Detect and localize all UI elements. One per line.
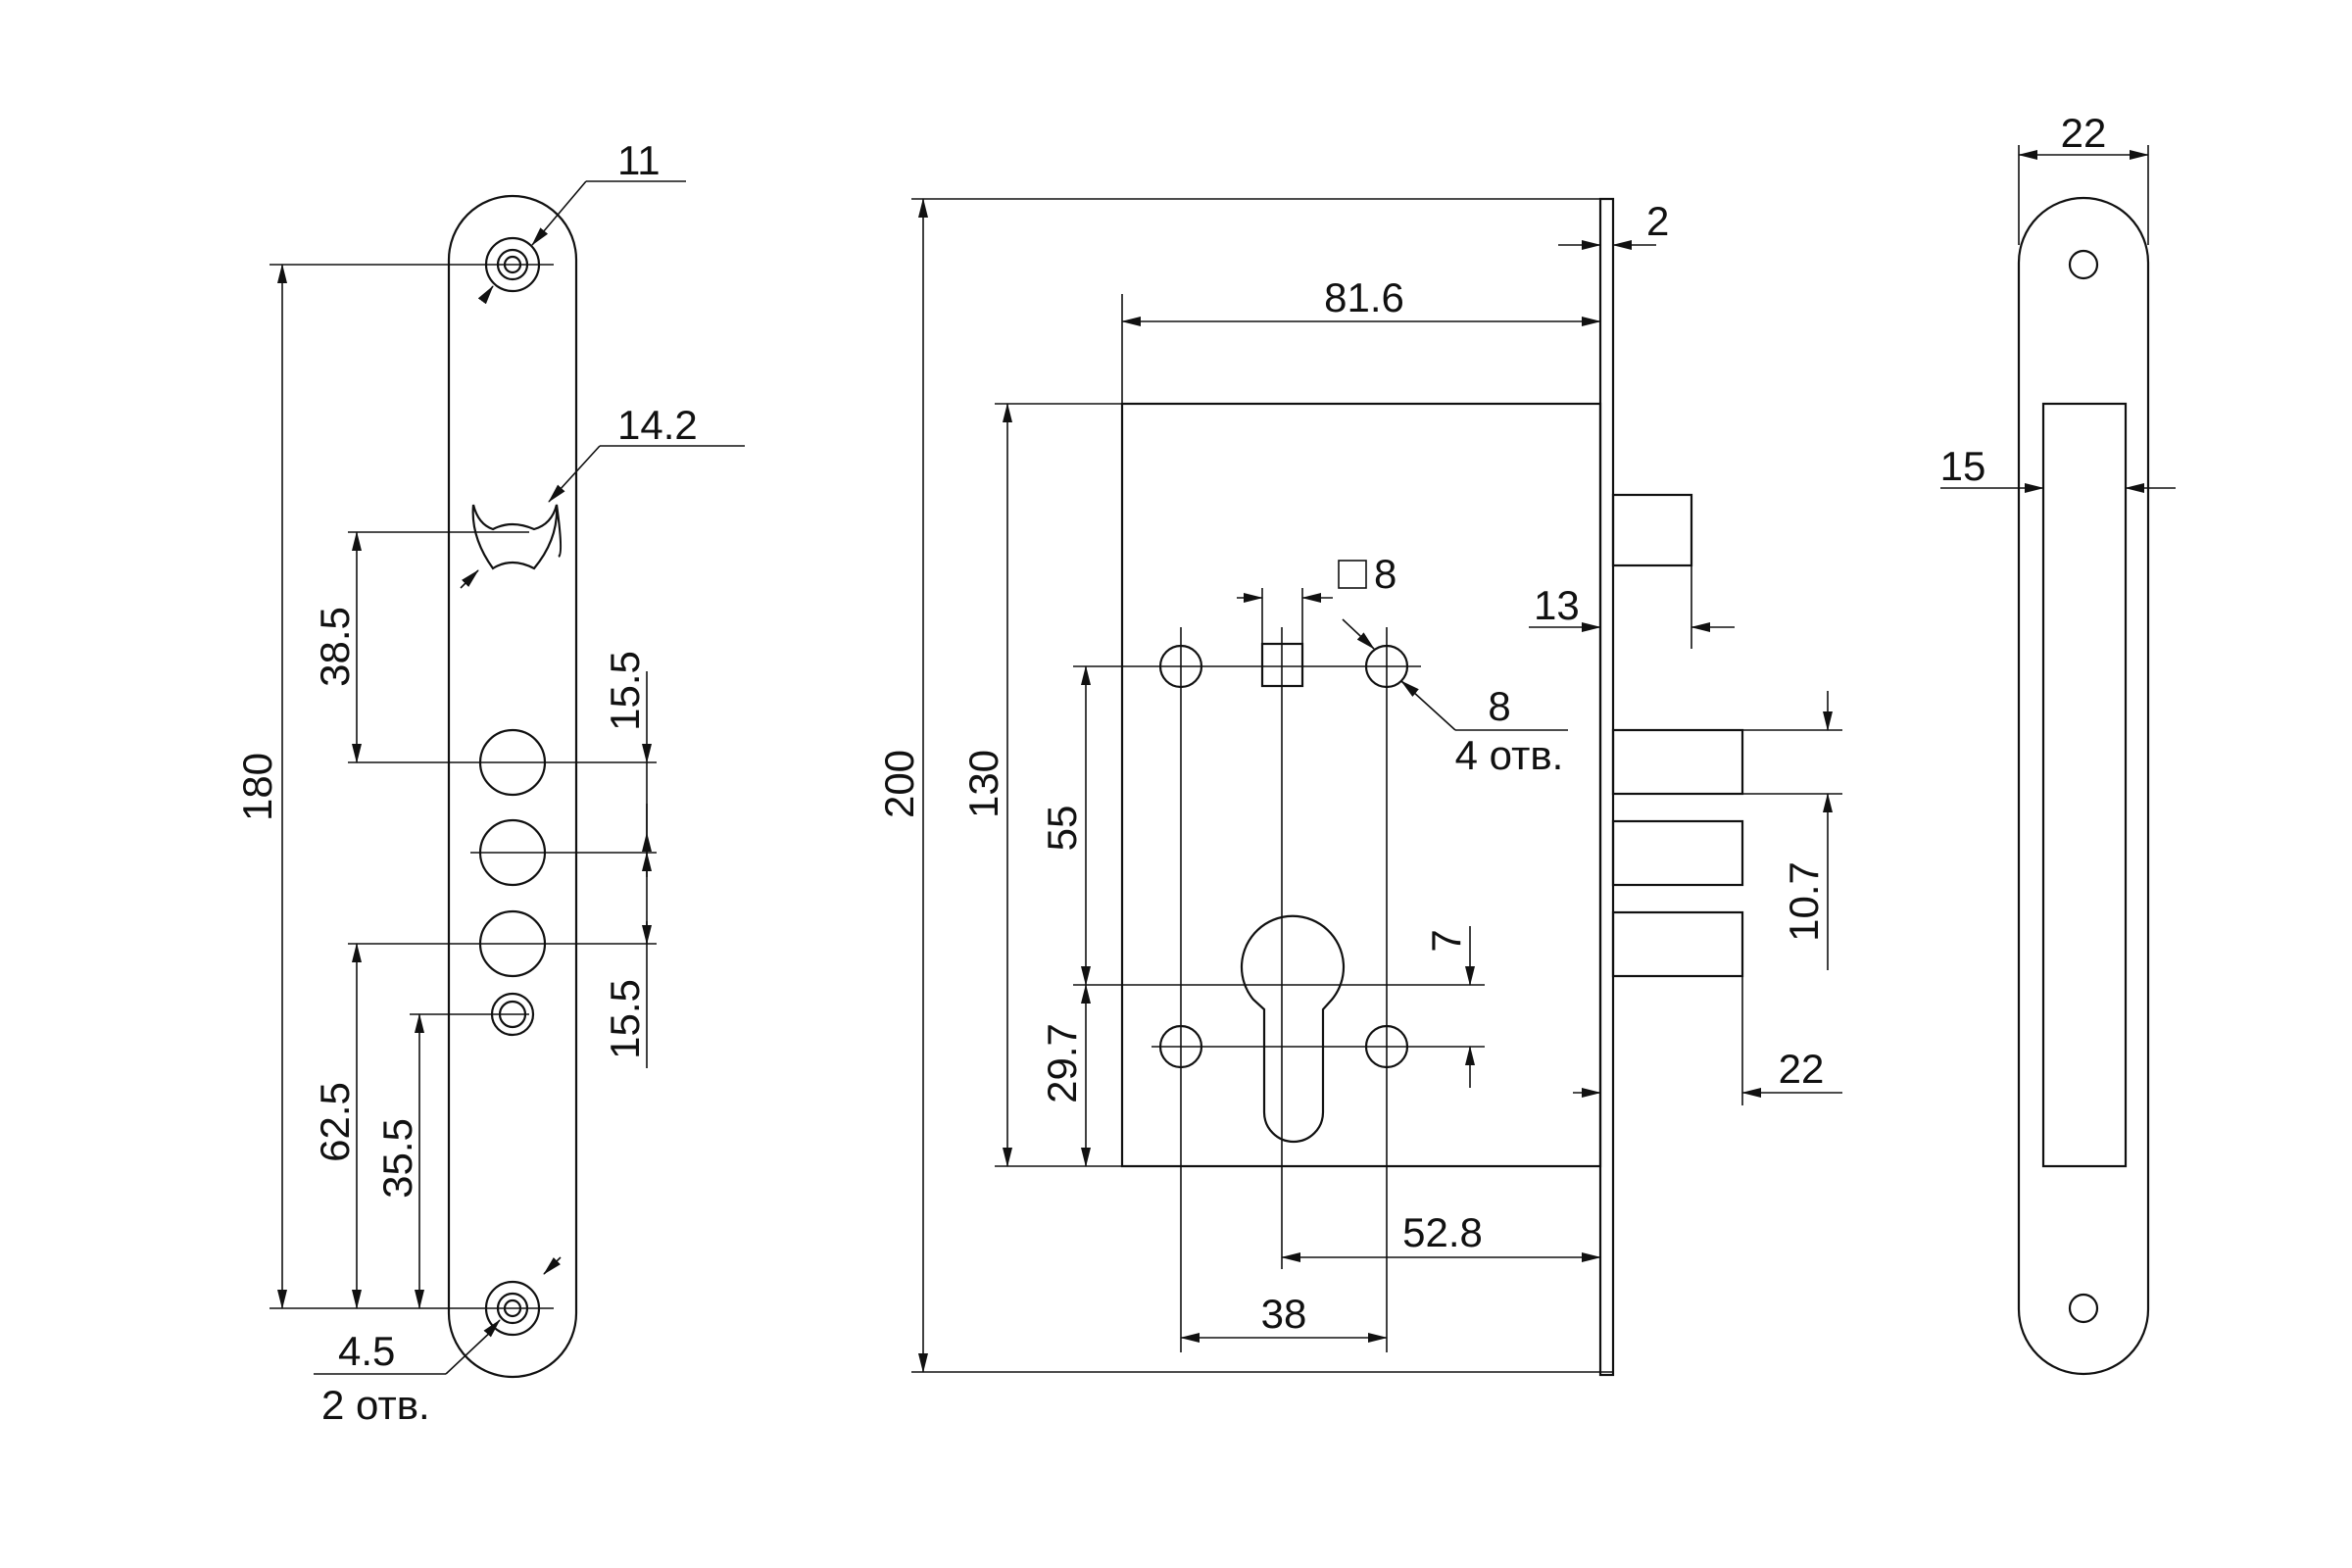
dim-11: 11 xyxy=(617,137,661,183)
cylinder-cutout xyxy=(1240,914,1346,1144)
handle-hole xyxy=(471,504,563,570)
dim-7: 7 xyxy=(1423,929,1469,952)
dim-15-5-bottom: 15.5 xyxy=(602,979,648,1059)
dim-38: 38 xyxy=(1261,1291,1307,1337)
lock-body xyxy=(1120,402,1602,1168)
dim-52-8: 52.8 xyxy=(1402,1209,1483,1255)
square-symbol-icon xyxy=(1338,560,1367,589)
dim-striker-15: 15 xyxy=(1940,443,1986,489)
striker-top-screw-hole xyxy=(2068,249,2099,280)
striker-opening xyxy=(2041,402,2128,1168)
dim-130: 130 xyxy=(960,750,1006,818)
dim-14-2: 14.2 xyxy=(617,402,698,448)
lock-side-view: 200 130 81.6 2 13 8 8 4 отв. 55 xyxy=(876,197,1842,1377)
dim-29-7: 29.7 xyxy=(1039,1023,1085,1103)
striker-plate-outline xyxy=(2017,196,2150,1376)
side-faceplate xyxy=(1598,197,1615,1377)
dim-200: 200 xyxy=(876,750,922,818)
dead-bolt-1 xyxy=(1611,728,1744,796)
dim-mount-hole-count: 4 отв. xyxy=(1455,732,1564,778)
dim-bolt-22: 22 xyxy=(1779,1046,1825,1092)
dim-square-8: 8 xyxy=(1374,551,1396,597)
dim-2: 2 xyxy=(1646,198,1669,244)
dim-81-6: 81.6 xyxy=(1324,274,1404,320)
dim-4-5: 4.5 xyxy=(338,1328,395,1374)
dim-38-5: 38.5 xyxy=(312,607,358,687)
dim-13: 13 xyxy=(1534,582,1580,628)
dim-35-5: 35.5 xyxy=(374,1118,420,1199)
dim-mount-hole-8: 8 xyxy=(1488,683,1510,729)
dim-striker-22: 22 xyxy=(2061,110,2107,156)
dim-55: 55 xyxy=(1039,806,1085,852)
dim-62-5: 62.5 xyxy=(312,1082,358,1162)
dim-180: 180 xyxy=(234,753,280,821)
striker-plate-view: 22 15 xyxy=(1940,110,2176,1376)
dim-4-5-count: 2 отв. xyxy=(321,1382,430,1428)
faceplate-front-view: 180 38.5 62.5 35.5 15.5 15.5 11 14.2 xyxy=(234,137,745,1428)
striker-bottom-screw-hole xyxy=(2068,1293,2099,1324)
dead-bolt-2 xyxy=(1611,819,1744,887)
faceplate-outline xyxy=(447,194,578,1379)
latch-bolt xyxy=(1611,493,1693,567)
dead-bolt-3 xyxy=(1611,910,1744,978)
dim-10-7: 10.7 xyxy=(1781,861,1827,942)
dim-15-5-top: 15.5 xyxy=(602,651,648,731)
